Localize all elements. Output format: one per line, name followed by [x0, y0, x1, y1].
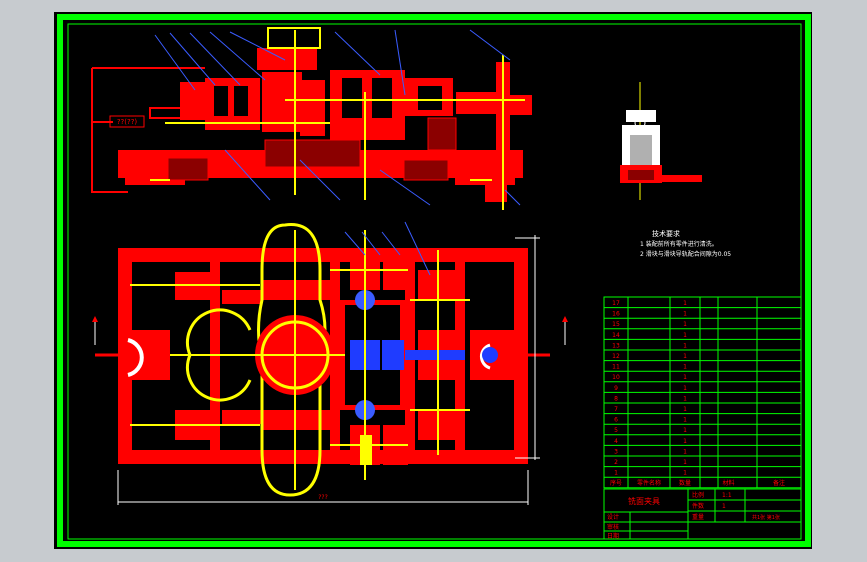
- scale-value: 1:1: [722, 492, 732, 499]
- bom-item-number: 14: [612, 332, 620, 339]
- tech-requirements-title: 技术要求: [652, 229, 680, 238]
- bom-item-number: 13: [612, 342, 620, 349]
- bom-item-number: 6: [614, 417, 618, 424]
- bom-item-number: 3: [614, 448, 618, 455]
- bom-item-number: 11: [612, 364, 620, 371]
- bom-item-number: 4: [614, 438, 618, 445]
- drawing-title: 铣面夹具: [628, 496, 660, 506]
- tech-requirement-line: 2 滑块与滑块导轨配合间隙为0.05: [640, 250, 731, 258]
- bom-quantity: 1: [683, 417, 687, 424]
- bom-quantity: 1: [683, 448, 687, 455]
- bom-item-number: 10: [612, 374, 620, 381]
- side-view: [620, 82, 702, 200]
- overall-width-dimension: ???: [318, 494, 328, 501]
- dimension-callout: ??(??): [117, 118, 138, 126]
- bom-item-number: 8: [614, 395, 618, 402]
- bom-quantity: 1: [683, 395, 687, 402]
- bom-item-number: 5: [614, 427, 618, 434]
- bom-quantity: 1: [683, 342, 687, 349]
- bom-quantity: 1: [683, 311, 687, 318]
- bom-item-number: 9: [614, 385, 618, 392]
- bom-header-cell: 零件名称: [637, 479, 661, 487]
- pieces-value: 1: [722, 503, 726, 510]
- pieces-label: 件数: [692, 502, 704, 510]
- bom-header-cell: 序号: [610, 479, 622, 487]
- front-section-view: ??(??): [91, 27, 532, 210]
- sheet-reference: 共1张 第1张: [752, 514, 780, 521]
- bom-quantity: 1: [683, 470, 687, 477]
- outer-border: [57, 14, 811, 547]
- bom-quantity: 1: [683, 385, 687, 392]
- date-label: 日期: [607, 532, 619, 540]
- bom-header-cell: 数量: [679, 479, 691, 487]
- bom-quantity: 1: [683, 427, 687, 434]
- bom-quantity: 1: [683, 406, 687, 413]
- bom-item-number: 2: [614, 459, 618, 466]
- bom-quantity: 1: [683, 332, 687, 339]
- inner-border: [67, 23, 802, 540]
- bom-item-number: 12: [612, 353, 620, 360]
- bom-item-number: 15: [612, 321, 620, 328]
- bom-item-number: 17: [612, 300, 620, 307]
- tech-requirement-line: 1 装配前所有零件进行清洗。: [640, 240, 718, 248]
- bom-quantity: 1: [683, 300, 687, 307]
- bom-quantity: 1: [683, 374, 687, 381]
- bom-item-number: 16: [612, 311, 620, 318]
- bom-header-cell: 材料: [722, 479, 734, 487]
- bom-quantity: 1: [683, 459, 687, 466]
- bom-header-cell: 备注: [773, 479, 785, 487]
- designer-label: 设计: [607, 513, 619, 521]
- checker-label: 审核: [607, 523, 619, 531]
- bom-quantity: 1: [683, 364, 687, 371]
- bom-quantity: 1: [683, 321, 687, 328]
- bom-item-number: 1: [614, 470, 618, 477]
- bom-item-number: 7: [614, 406, 618, 413]
- title-block: 铣面夹具 比例 1:1 件数 1 重量 共1张 第1张 设计 审核 日期: [603, 488, 802, 540]
- weight-label: 重量: [692, 513, 704, 521]
- tech-requirements: 技术要求 1 装配前所有零件进行清洗。 2 滑块与滑块导轨配合间隙为0.05: [640, 229, 731, 258]
- plan-view: ???: [92, 221, 568, 505]
- bom-quantity: 1: [683, 438, 687, 445]
- bom-quantity: 1: [683, 353, 687, 360]
- scale-label: 比例: [692, 491, 704, 499]
